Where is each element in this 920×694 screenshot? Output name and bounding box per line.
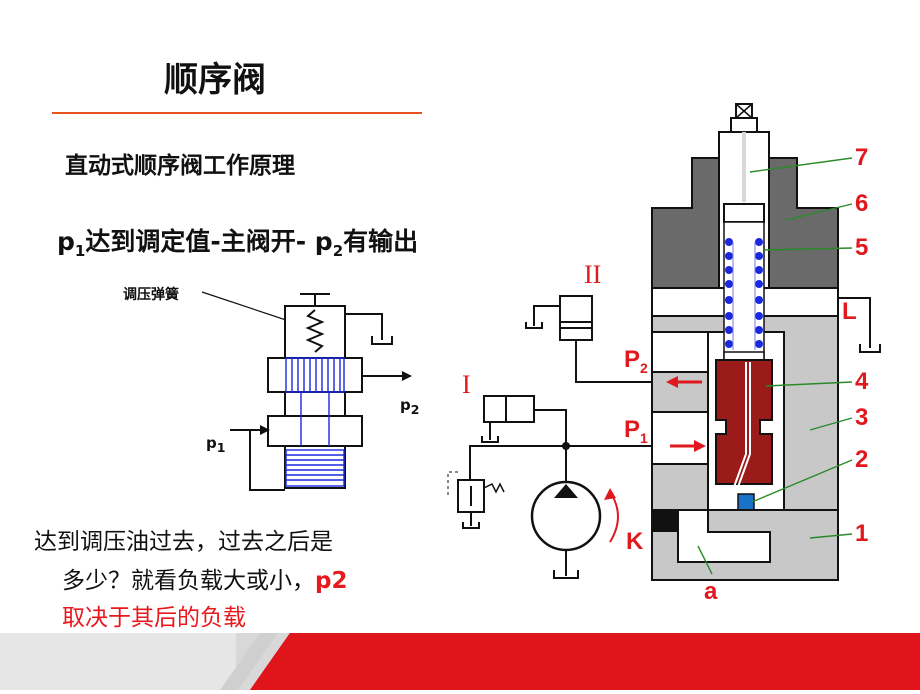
label-l: L [842,298,857,325]
pump-rotation [609,491,619,543]
spring-coils [725,238,763,348]
main-spool [715,359,773,485]
p1-flow-arrowhead [694,440,706,452]
body-line-3: 取决于其后的负载 [62,605,246,631]
part-number-5: 5 [855,234,869,261]
p1-label-sub: 1 [216,440,226,455]
cylinder-1-feed [534,409,567,446]
spring-label-leader [201,291,299,325]
cylinder-2-tank [525,322,543,329]
footer-stripe-2 [220,633,278,690]
spring-symbol [305,309,325,353]
label-p2: P2 [624,346,648,376]
pump-rotation-arrowhead [604,488,616,500]
title-underline [52,112,422,114]
footer-svg [0,633,920,690]
footer-gray-block [0,633,236,690]
drain-line [345,313,383,340]
label-p2-text: P [624,346,641,373]
valve-lower-land [267,415,363,447]
spring-label: 调压弹簧 [123,287,179,303]
p1-arrow [260,425,270,435]
p2-label-text: p [400,396,411,414]
spring-seat [723,203,765,223]
spool-lower-hatch [285,449,345,487]
label-roman-2: II [584,260,602,289]
cylinder-2-piston [559,321,593,329]
body-line-1: 达到调压油过去，过去之后是 [34,529,333,555]
relief-tank [462,522,480,529]
spool-stem [300,392,330,446]
cylinder-2 [559,295,593,341]
part-number-4: 4 [855,368,869,395]
formula-tail: 有输出 [343,227,419,256]
tank-symbol [371,336,393,345]
slide-title: 顺序阀 [164,60,266,100]
label-p1: P1 [624,416,648,446]
label-p1-text: P [624,416,641,443]
part-number-6: 6 [855,190,869,217]
p2-chamber [651,331,713,373]
footer-stripe-1 [236,633,290,690]
body-line-2: 多少？就看负载大或小，p2 [62,561,347,595]
p1-label: p1 [206,434,225,455]
section-diagram-svg [447,103,881,581]
formula-mid: 达到调定值-主阀开- p [85,227,333,256]
drain-line-l [838,297,871,348]
p1-chamber [651,411,713,465]
label-k: K [626,528,644,555]
label-p2-sub: 2 [640,359,648,376]
tank-l [859,344,881,353]
pump-arrow [554,484,578,498]
section-diagram: 7 6 5 4 3 2 1 L K a P2 P1 I II [430,100,920,620]
valve-schematic: 调压弹簧 p2 p1 [120,280,440,520]
part-number-3: 3 [855,404,869,431]
footer-stripe-3 [250,633,320,690]
part-leaders [697,157,853,575]
spool-cap [723,351,765,361]
label-a: a [704,578,718,605]
formula-p1: p [57,227,75,256]
spool-damping-hole [729,362,747,499]
passage-a [677,509,771,563]
pump-tank [553,570,579,579]
screw-nut [730,117,758,133]
pilot-line [249,430,285,491]
screw-cross-2 [735,103,753,119]
spool-upper-hatch [285,357,345,393]
valve-schematic-svg [201,291,412,491]
p1-supply-line [469,445,652,492]
cylinder-1 [483,395,535,423]
p2-arrow [402,371,412,381]
footer-band [0,633,920,690]
relief-spring [483,482,505,494]
p2-label: p2 [400,396,419,417]
valve-upper-land [267,357,363,393]
part-number-2: 2 [855,446,869,473]
part-number-7: 7 [855,144,869,171]
principle-formula: p1达到调定值-主阀开- p2有输出 [57,222,418,260]
formula-p2-sub: 2 [332,242,344,260]
spool-damping-hole-2 [733,362,751,499]
body-p2: p2 [315,568,348,594]
label-p1-sub: 1 [640,429,648,446]
formula-p1-sub: 1 [74,242,86,260]
p1-label-text: p [206,434,217,452]
relief-pilot [447,471,458,496]
label-roman-1: I [462,370,471,399]
p2-label-sub: 2 [410,402,420,417]
cylinder-2-drain [533,305,560,326]
part-number-1: 1 [855,520,869,547]
valve-bottom [284,445,346,489]
adjust-rod [742,132,746,202]
body-line-2-text: 多少？就看负载大或小， [62,568,315,594]
p2-outlet-line [575,328,652,383]
plug-k [652,510,678,532]
slide-subtitle: 直动式顺序阀工作原理 [65,153,295,179]
cylinder-1-tank [481,436,499,443]
valve-neck [284,391,346,417]
p2-flow-arrowhead [666,376,678,388]
